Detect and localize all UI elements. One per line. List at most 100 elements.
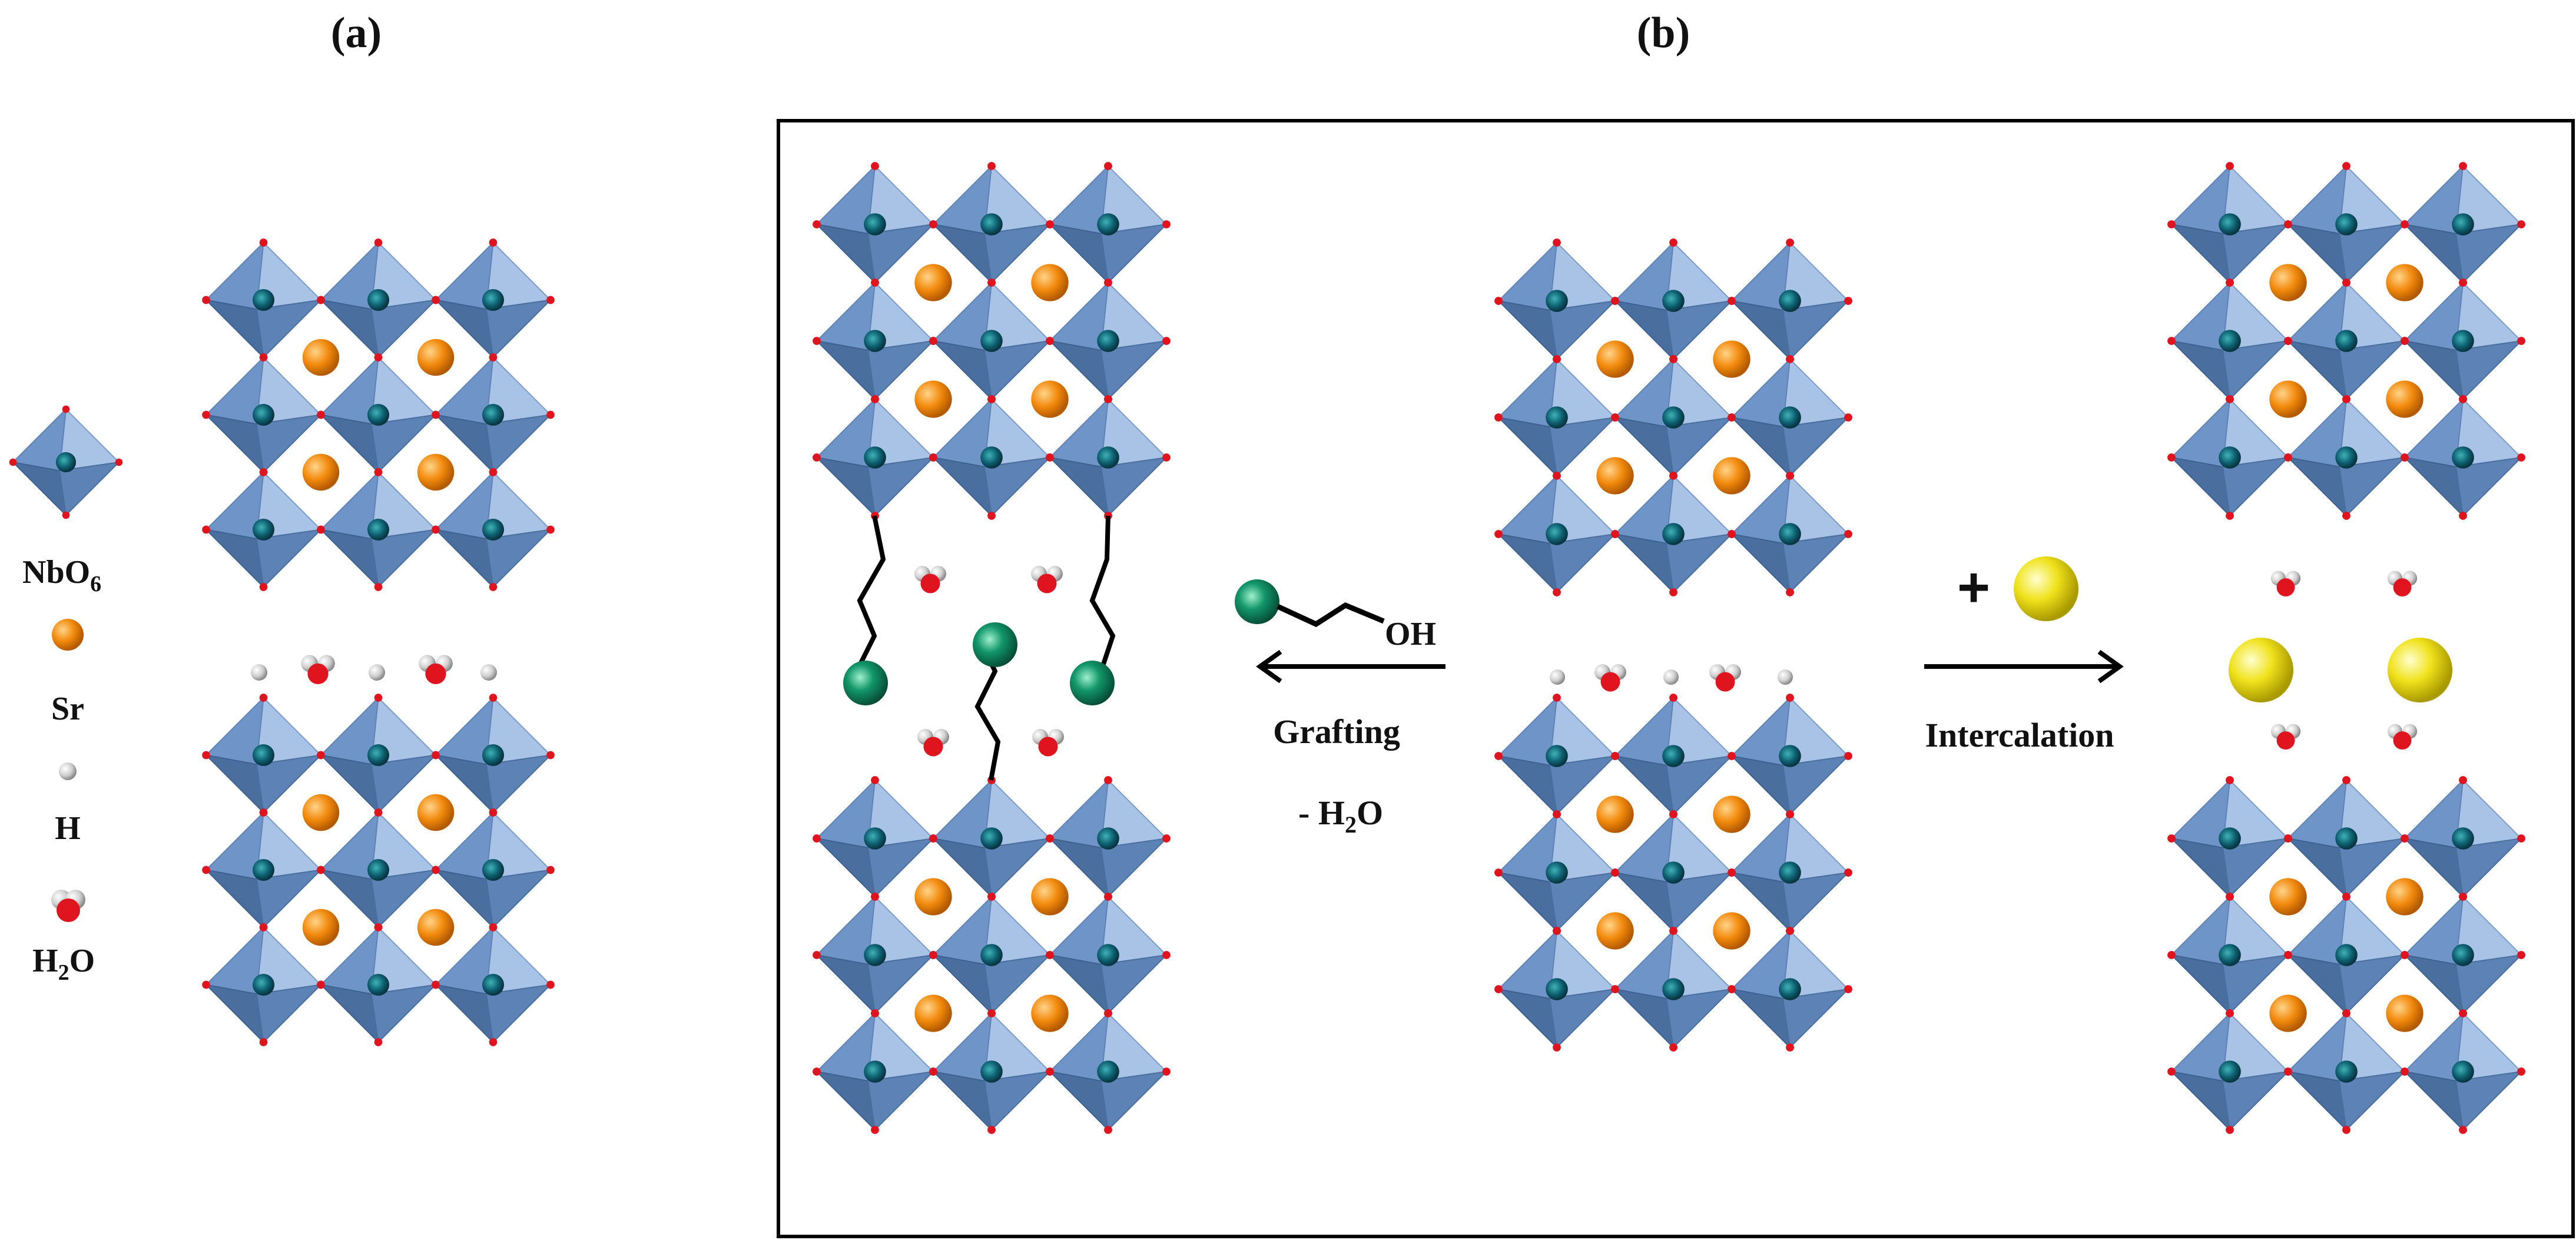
nbo6-octahedron <box>1494 238 1619 363</box>
organic-group-sphere <box>1070 661 1115 705</box>
hydrogen-atom <box>1663 669 1679 685</box>
nbo6-octahedron <box>432 353 555 476</box>
nbo6-octahedron <box>317 808 440 931</box>
nbo6-octahedron <box>1728 238 1852 363</box>
panel-a-interlayer <box>251 655 497 684</box>
panel-b-middle-slab-top <box>1494 238 1852 596</box>
hydrogen-atom <box>1778 669 1793 685</box>
nbo6-octahedron <box>2284 395 2409 520</box>
sr-atom <box>417 453 455 491</box>
sr-atom <box>914 264 952 301</box>
intercalant-sphere <box>2388 638 2452 702</box>
nbo6-octahedron <box>1494 927 1619 1052</box>
nbo6-octahedron <box>813 162 937 287</box>
nbo6-octahedron <box>202 923 325 1046</box>
sr-atom <box>1596 340 1634 378</box>
grafting-label: Grafting <box>1273 712 1400 751</box>
nbo6-octahedron <box>929 1009 1054 1134</box>
nbo6-octahedron <box>1728 472 1852 596</box>
sr-atom <box>1713 795 1751 833</box>
nbo6-octahedron <box>202 694 325 817</box>
sr-atom <box>2269 994 2307 1032</box>
nbo6-octahedron <box>202 468 325 591</box>
alkyl-chain <box>1089 515 1116 672</box>
nbo6-octahedron <box>1611 694 1736 818</box>
nbo6-octahedron <box>929 395 1054 520</box>
water-molecule <box>301 655 335 684</box>
nbo6-octahedron <box>813 395 937 520</box>
sr-atom <box>1713 457 1751 495</box>
water-molecule <box>1032 729 1064 757</box>
water-molecule <box>2270 724 2301 750</box>
sr-atom <box>2269 264 2307 301</box>
organic-group-sphere <box>973 622 1017 667</box>
sr-atom <box>914 994 952 1032</box>
panel-b-left-slab-top <box>813 162 1171 520</box>
nbo6-octahedron <box>2167 893 2292 1017</box>
nbo6-octahedron <box>929 162 1054 287</box>
nbo6-octahedron <box>1046 1009 1171 1134</box>
nbo6-octahedron <box>1046 776 1171 901</box>
panel-b-frame <box>777 119 2575 1238</box>
nbo6-octahedron <box>813 278 937 403</box>
nbo6-octahedron <box>202 808 325 931</box>
panel-a-slab-bottom <box>202 694 555 1046</box>
sr-atom <box>302 909 340 946</box>
nbo6-octahedron <box>432 468 555 591</box>
sr-atom <box>1596 457 1634 495</box>
intercalation-arrowhead <box>2097 649 2124 684</box>
nbo6-octahedron <box>813 1009 937 1134</box>
nbo6-octahedron <box>317 694 440 817</box>
nbo6-octahedron <box>1728 355 1852 480</box>
nbo6-octahedron <box>2284 1009 2409 1134</box>
sr-atom <box>1713 912 1751 950</box>
alkyl-chain <box>974 658 1001 781</box>
panel-b-right-slab-bottom <box>2167 776 2525 1134</box>
panel-b-middle-interlayer <box>1550 664 1793 692</box>
water-molecule <box>1031 566 1063 594</box>
nbo6-octahedron <box>432 694 555 817</box>
nbo6-octahedron <box>317 923 440 1046</box>
water-molecule <box>1594 664 1626 692</box>
intercalation-reaction: + Intercalation <box>1924 556 2124 754</box>
nbo6-octahedron <box>202 238 325 362</box>
nbo6-octahedron <box>1611 472 1736 596</box>
hydrogen-atom <box>251 664 267 681</box>
sr-atom <box>302 453 340 491</box>
sr-atom <box>2386 380 2424 418</box>
nbo6-octahedron <box>1728 694 1852 818</box>
sr-atom <box>302 794 340 831</box>
nbo6-octahedron <box>929 893 1054 1017</box>
sr-atom <box>2386 878 2424 916</box>
intercalation-plus: + <box>1957 556 1990 619</box>
grafting-reagent-sphere <box>1235 579 1279 624</box>
nbo6-octahedron <box>1494 810 1619 935</box>
nbo6-octahedron <box>2167 1009 2292 1134</box>
hydrogen-atom <box>480 664 497 681</box>
grafting-reaction: OH Grafting - H2O <box>1235 579 1446 838</box>
nbo6-octahedron <box>432 808 555 931</box>
structures <box>202 162 2525 1134</box>
nbo6-octahedron <box>432 923 555 1046</box>
legend-label-sr: Sr <box>51 691 84 727</box>
nbo6-octahedron <box>1728 927 1852 1052</box>
nbo6-octahedron <box>432 238 555 362</box>
panel-a-label: (a) <box>331 9 382 57</box>
grafting-arrowhead <box>1256 649 1282 684</box>
nbo6-octahedron <box>2401 278 2525 403</box>
nbo6-legend-icon <box>9 405 123 519</box>
legend-label-h2o: H2O <box>32 943 95 985</box>
grafting-reagent-oh: OH <box>1385 616 1436 652</box>
hydrogen-atom <box>1550 669 1565 685</box>
nbo6-octahedron <box>1494 472 1619 596</box>
nbo6-octahedron <box>317 238 440 362</box>
nbo6-octahedron <box>1494 694 1619 818</box>
water-molecule <box>2387 724 2418 750</box>
intercalant-sphere <box>2229 638 2293 702</box>
nbo6-octahedron <box>1494 355 1619 480</box>
sr-atom <box>1596 912 1634 950</box>
sr-atom <box>302 339 340 376</box>
nbo6-octahedron <box>813 776 937 901</box>
sr-atom <box>1031 380 1069 418</box>
